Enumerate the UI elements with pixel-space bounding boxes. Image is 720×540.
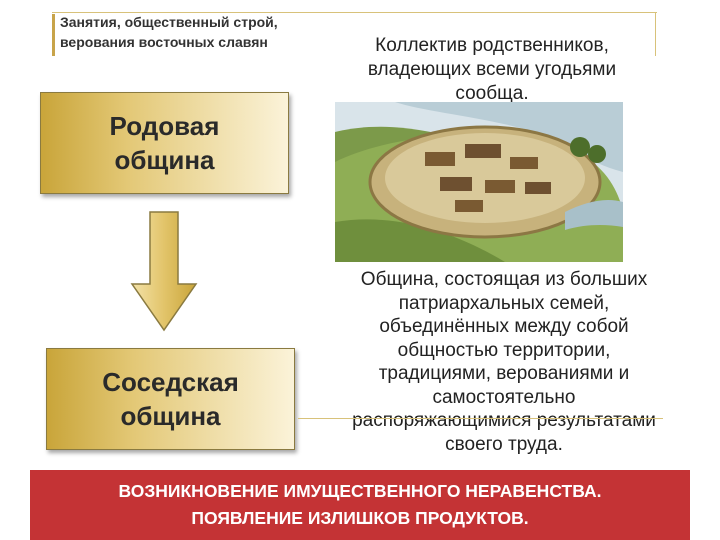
definition-line: традициями, верованиями и bbox=[378, 363, 630, 384]
definition-line: самостоятельно bbox=[432, 386, 576, 408]
clan-community-box: Родовая община bbox=[40, 92, 289, 194]
header-rule-right bbox=[655, 12, 656, 56]
box-title-line-1: Соседская bbox=[102, 367, 239, 397]
slide-header: Занятия, общественный строй, верования в… bbox=[52, 12, 320, 56]
box-title-line-2: община bbox=[120, 401, 221, 431]
box-title-line-2: община bbox=[114, 145, 215, 175]
clan-community-definition: Коллектив родственников, владеющих всеми… bbox=[322, 34, 662, 106]
definition-line: владеющих всеми угодьями bbox=[367, 59, 617, 80]
banner-line-1: ВОЗНИКНОВЕНИЕ ИМУЩЕСТВЕННОГО НЕРАВЕНСТВА… bbox=[118, 481, 602, 501]
definition-line: общностью территории, bbox=[397, 339, 611, 361]
header-line-1: Занятия, общественный строй, bbox=[60, 14, 278, 30]
fortified-settlement-image bbox=[335, 102, 623, 262]
definition-line: сообща. bbox=[455, 83, 529, 104]
header-accent-bar bbox=[52, 14, 55, 56]
definition-line: объединённых между собой bbox=[379, 316, 629, 337]
definition-line: распоряжающимися результатами bbox=[352, 410, 656, 431]
definition-line: патриархальных семей, bbox=[398, 292, 610, 314]
neighbor-community-definition: Община, состоящая из больших патриархаль… bbox=[318, 268, 690, 456]
banner-line-2: ПОЯВЛЕНИЕ ИЗЛИШКОВ ПРОДУКТОВ. bbox=[191, 508, 529, 528]
conclusion-banner: ВОЗНИКНОВЕНИЕ ИМУЩЕСТВЕННОГО НЕРАВЕНСТВА… bbox=[30, 470, 690, 540]
header-line-2: верования восточных славян bbox=[60, 34, 268, 50]
definition-line: своего труда. bbox=[445, 433, 563, 455]
definition-line: Коллектив родственников, bbox=[375, 35, 609, 56]
down-arrow-icon bbox=[130, 211, 198, 332]
definition-line: Община, состоящая из больших bbox=[360, 269, 648, 290]
section-divider bbox=[298, 418, 663, 419]
neighbor-community-box: Соседская община bbox=[46, 348, 295, 450]
box-title-line-1: Родовая bbox=[109, 111, 220, 141]
header-rule bbox=[52, 12, 657, 13]
